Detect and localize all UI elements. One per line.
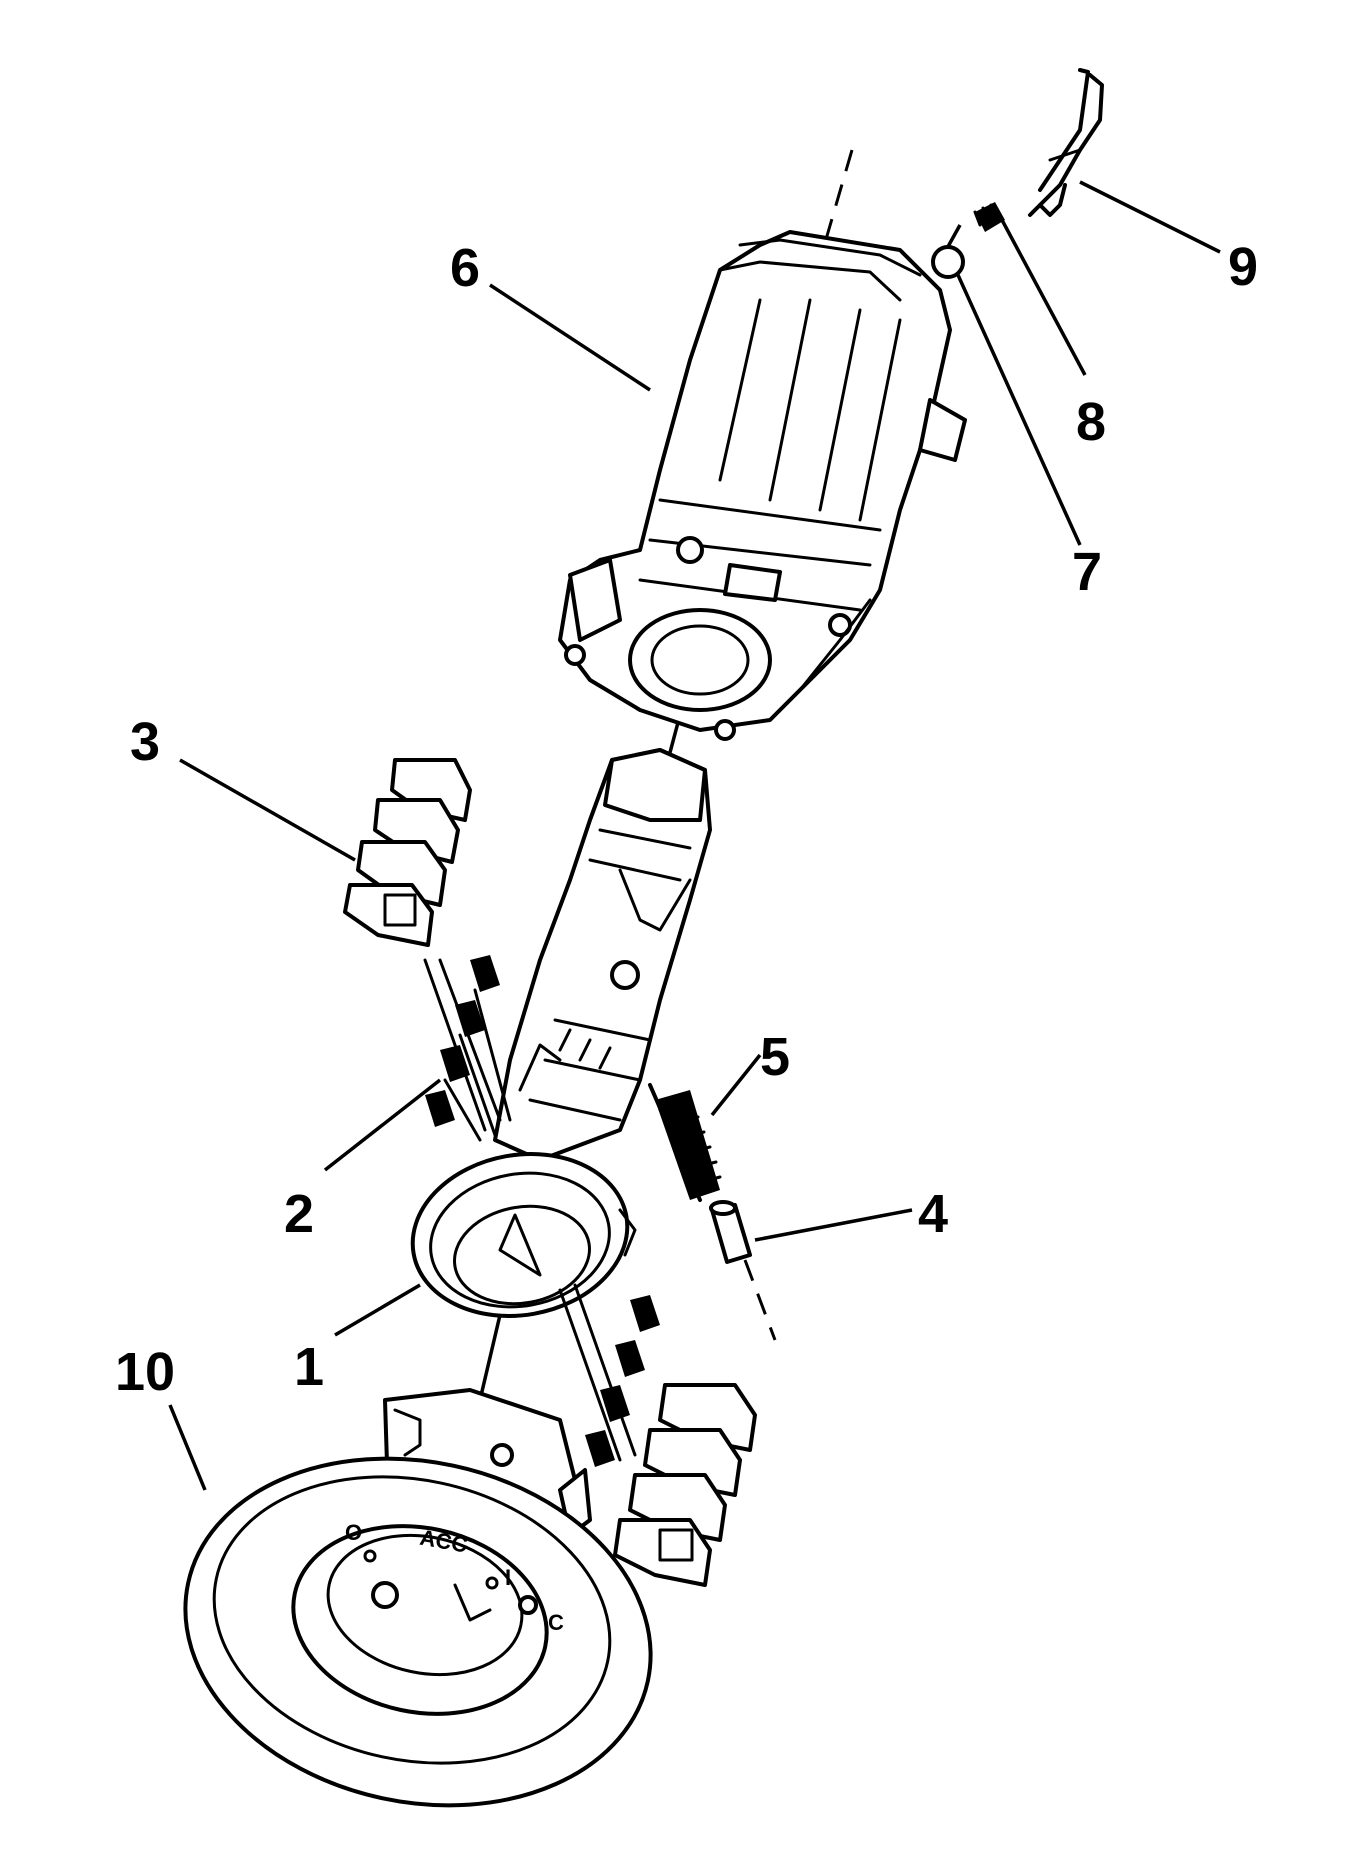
- bezel-mark-off: O: [345, 1520, 362, 1545]
- upper-tumbler-springs: [425, 955, 512, 1142]
- callout-4: 4: [918, 1184, 948, 1244]
- callout-numbers: 1 2 3 4 5 6 7 8 9 10: [115, 237, 1258, 1402]
- plunger: [709, 1200, 752, 1264]
- plunger-spring: [648, 1083, 722, 1202]
- callout-10: 10: [115, 1342, 175, 1402]
- detent-ball: [931, 245, 965, 279]
- upper-tumbler-wafers: [343, 758, 502, 1132]
- callout-2: 2: [284, 1184, 314, 1244]
- lock-housing: [558, 230, 967, 741]
- callout-3: 3: [130, 712, 160, 772]
- lock-cylinder-body: [493, 748, 712, 1162]
- callout-leaders: [168, 180, 1221, 1491]
- retainer-clip: [1028, 68, 1104, 217]
- detent-spring: [973, 202, 1005, 232]
- bezel-mark-run: I: [505, 1565, 511, 1590]
- callout-6: 6: [450, 238, 480, 298]
- callout-1: 1: [294, 1337, 324, 1397]
- lower-tumbler-wafers: [558, 1283, 757, 1587]
- callout-9: 9: [1228, 237, 1258, 297]
- bezel-mark-start: C: [548, 1610, 564, 1635]
- cylinder-cap: [410, 1152, 637, 1318]
- callout-5: 5: [760, 1027, 790, 1087]
- callout-8: 8: [1076, 392, 1106, 452]
- ignition-bezel: O ACC I C: [183, 1388, 653, 1808]
- callout-7: 7: [1072, 542, 1102, 602]
